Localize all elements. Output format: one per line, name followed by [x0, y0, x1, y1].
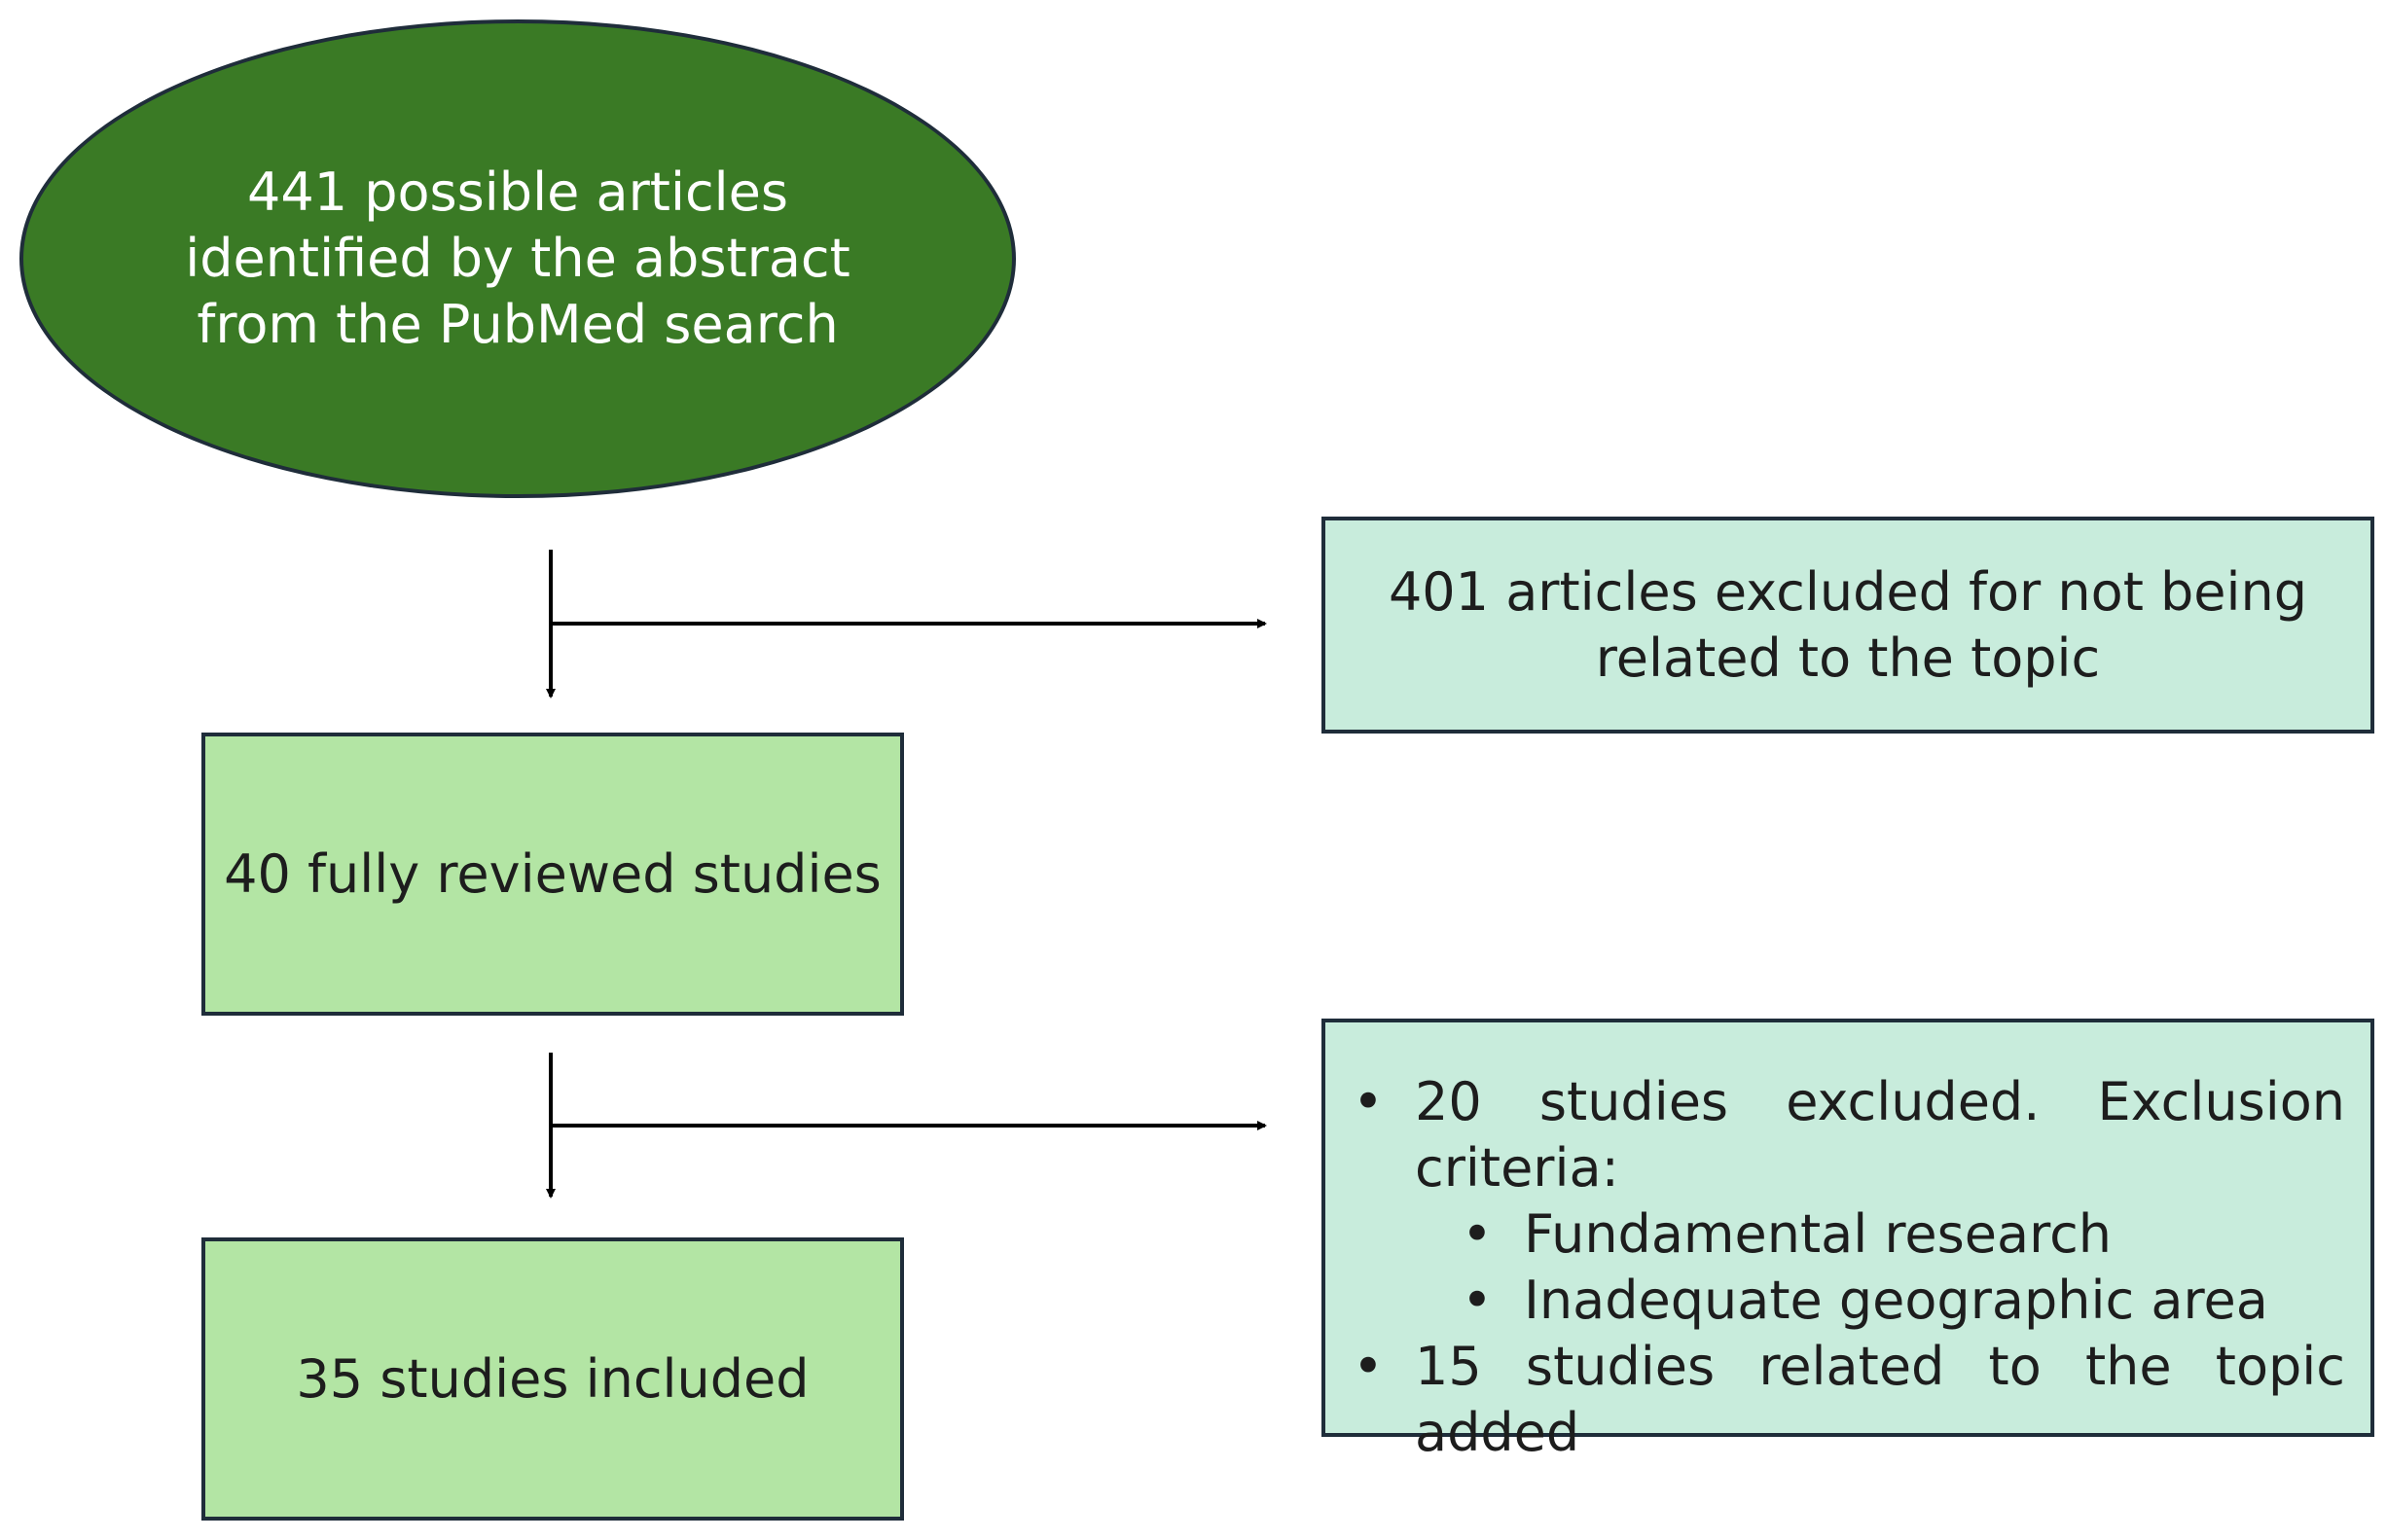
exclusion-item-2-text: 15 studies related to the topic added [1415, 1336, 2345, 1463]
reviewed-studies-node: 40 fully reviewed studies [201, 733, 904, 1016]
bullet-marker: • [1353, 1336, 1384, 1397]
included-studies-label: 35 studies included [296, 1347, 810, 1410]
exclusion-item-2: • 15 studies related to the topic added [1347, 1334, 2345, 1466]
exclusion-item-1: • 20 studies excluded. Exclusion criteri… [1347, 1069, 2345, 1201]
included-studies-node: 35 studies included [201, 1237, 904, 1521]
exclusion-sub-item-1-text: Fundamental research [1524, 1203, 2113, 1265]
bullet-marker: • [1353, 1071, 1384, 1132]
reviewed-studies-label: 40 fully reviewed studies [224, 842, 882, 905]
bullet-marker: • [1462, 1270, 1493, 1331]
exclusion-sub-item-2: • Inadequate geographic area [1347, 1268, 2345, 1334]
exclusion-item-1-text: 20 studies excluded. Exclusion criteria: [1415, 1071, 2345, 1199]
excluded-topic-label: 401 articles excluded for not being rela… [1388, 560, 2308, 689]
exclusion-criteria-node: • 20 studies excluded. Exclusion criteri… [1321, 1019, 2374, 1463]
identified-articles-label: 441 possible articles identified by the … [185, 161, 850, 355]
excluded-topic-node: 401 articles excluded for not being rela… [1321, 517, 2374, 734]
bullet-marker: • [1462, 1203, 1493, 1265]
exclusion-sub-item-2-text: Inadequate geographic area [1524, 1270, 2268, 1331]
identified-articles-node: 441 possible articles identified by the … [19, 19, 1016, 498]
exclusion-sub-item-1: • Fundamental research [1347, 1201, 2345, 1268]
